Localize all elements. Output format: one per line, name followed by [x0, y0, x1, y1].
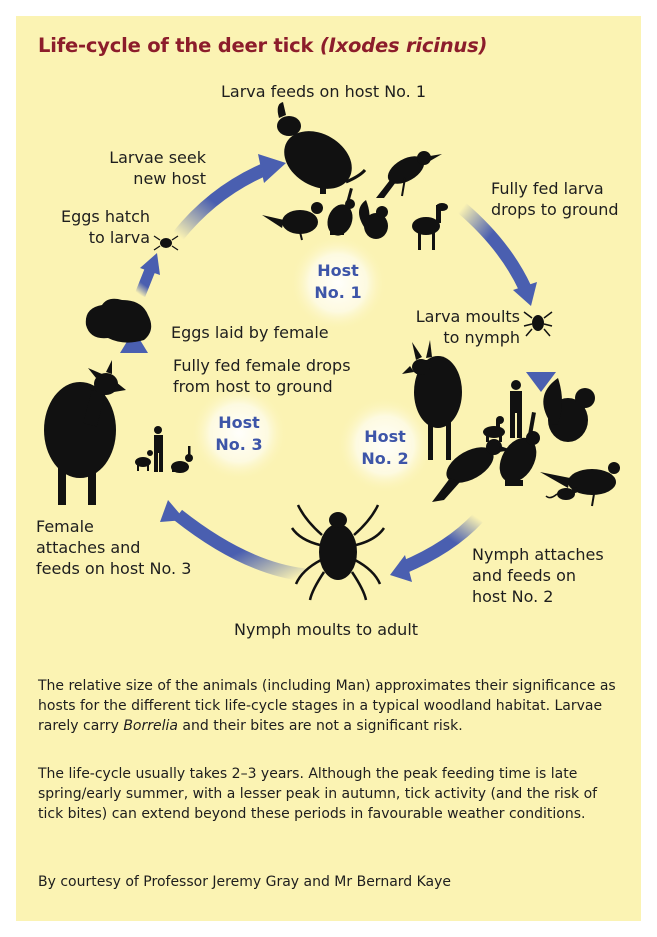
stage-fully-fed-larva-line1: Fully fed larva [491, 178, 619, 199]
stage-nymph-attaches-line2: and feeds on [472, 565, 604, 586]
stage-nymph-attaches-line1: Nymph attaches [472, 544, 604, 565]
arrow-head-host1 [258, 154, 286, 183]
host2-animals [402, 340, 620, 506]
stage-female-attaches-line2: attaches and [36, 537, 191, 558]
host-3-label: Host No. 3 [194, 412, 284, 456]
deer-icon [412, 203, 448, 250]
pheasant-icon [262, 202, 323, 240]
diagram-card: Life-cycle of the deer tick (Ixodes rici… [16, 16, 641, 921]
host-3-label-line1: Host [194, 412, 284, 434]
host1-animals [262, 102, 448, 250]
larva-icon [154, 236, 178, 250]
stage-eggs-hatch-line1: Eggs hatch [50, 206, 150, 227]
stage-fully-fed-female: Fully fed female drops from host to grou… [173, 355, 351, 397]
stage-larvae-seek-line1: Larvae seek [96, 147, 206, 168]
dog-icon [135, 450, 153, 471]
stage-fully-fed-larva-line2: drops to ground [491, 199, 619, 220]
note-paragraph-1: The relative size of the animals (includ… [38, 676, 618, 736]
note-1-italic: Borrelia [123, 718, 178, 734]
host3-animals [44, 360, 193, 505]
stage-larva-moults: Larva moults to nymph [406, 306, 520, 348]
hare-icon [323, 188, 356, 239]
stage-eggs-hatch: Eggs hatch to larva [50, 206, 150, 248]
arrow-nymph-drop [402, 518, 478, 568]
stage-larva-feeds: Larva feeds on host No. 1 [221, 81, 426, 102]
stage-nymph-attaches-line3: host No. 2 [472, 586, 604, 607]
stage-larvae-seek-line2: new host [96, 168, 206, 189]
deer-icon [44, 360, 126, 505]
stage-larvae-seek: Larvae seek new host [96, 147, 206, 189]
stage-nymph-moults: Nymph moults to adult [234, 619, 418, 640]
hare-icon [171, 446, 193, 473]
host-2-label-line2: No. 2 [340, 448, 430, 470]
squirrel-icon [543, 378, 595, 442]
rodent-icon [274, 102, 365, 201]
arrow-to-host3 [178, 515, 305, 575]
stage-eggs-hatch-line2: to larva [50, 227, 150, 248]
stage-fully-fed-female-line2: from host to ground [173, 376, 351, 397]
arrow-larva-drop [462, 208, 525, 288]
arrow-eggs-hatch [140, 270, 150, 295]
credit-line: By courtesy of Professor Jeremy Gray and… [38, 872, 618, 892]
host-2-label: Host No. 2 [340, 426, 430, 470]
stage-female-attaches-line3: feeds on host No. 3 [36, 558, 191, 579]
stage-fully-fed-female-line1: Fully fed female drops [173, 355, 351, 376]
stage-larva-moults-line2: to nymph [406, 327, 520, 348]
host-1-label-line2: No. 1 [293, 282, 383, 304]
mouse-icon [546, 487, 578, 500]
squirrel-icon [359, 200, 388, 239]
tick-larva-icon [524, 312, 552, 336]
note-paragraph-2: The life-cycle usually takes 2–3 years. … [38, 764, 618, 824]
pheasant-icon [540, 462, 620, 506]
host-1-label: Host No. 1 [293, 260, 383, 304]
tick-adult-icon [292, 505, 384, 600]
dog-icon [483, 416, 505, 442]
stage-nymph-attaches: Nymph attaches and feeds on host No. 2 [472, 544, 604, 607]
stage-eggs-laid: Eggs laid by female [171, 322, 329, 343]
egg-mass-icon [86, 299, 151, 343]
host-3-label-line2: No. 3 [194, 434, 284, 456]
human-icon [154, 426, 163, 472]
note-1-text-b: and their bites are not a significant ri… [178, 718, 463, 734]
bird-icon [376, 150, 442, 198]
stage-female-attaches-line1: Female [36, 516, 191, 537]
host-1-label-line1: Host [293, 260, 383, 282]
host-2-label-line1: Host [340, 426, 430, 448]
stage-female-attaches: Female attaches and feeds on host No. 3 [36, 516, 191, 579]
stage-fully-fed-larva: Fully fed larva drops to ground [491, 178, 619, 220]
human-icon [510, 380, 522, 438]
stage-larva-moults-line1: Larva moults [406, 306, 520, 327]
